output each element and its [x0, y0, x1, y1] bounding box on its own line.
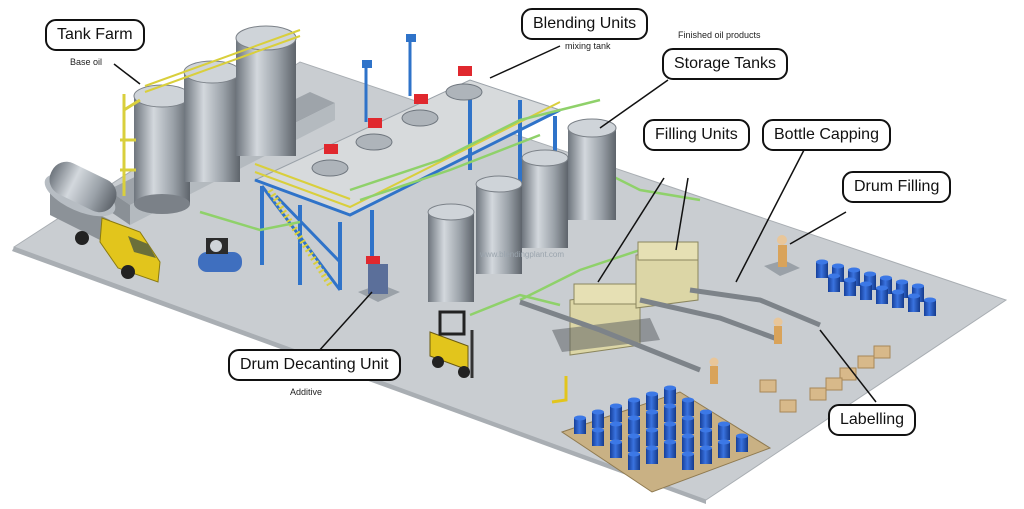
label-storage-tanks: Storage Tanks: [674, 55, 776, 72]
watermark-text: www.blendingplant.com: [480, 250, 565, 259]
caption-base-oil: Base oil: [70, 57, 103, 67]
base-oil-tank-3: [235, 25, 297, 156]
callout-drum-filling: Drum Filling: [842, 171, 952, 203]
caption-mixing-tank: mixing tank: [565, 41, 611, 51]
callout-labelling: Labelling: [828, 404, 917, 436]
callout-bottle-capping: Bottle Capping: [762, 119, 891, 151]
base-oil-tank-2: [183, 60, 241, 182]
filling-machine-1: [552, 283, 660, 356]
drum-pallet: [551, 376, 772, 493]
workers: [709, 317, 783, 384]
callout-leader-lines: [113, 45, 877, 403]
drum-decanting-unit: [358, 256, 400, 302]
label-filling-units: Filling Units: [655, 126, 738, 143]
storage-tank-4: [567, 118, 617, 220]
callout-blending-units: Blending Units: [521, 8, 649, 40]
mixer-3: [401, 94, 439, 127]
forklift: [429, 310, 474, 378]
storage-tanks: [427, 118, 617, 302]
callout-drum-decanting-unit: Drum Decanting Unit: [228, 349, 401, 381]
callout-filling-units: Filling Units: [643, 119, 750, 151]
label-drum-decanting-unit: Drum Decanting Unit: [240, 356, 389, 373]
mixer-1: [311, 144, 349, 177]
tank-farm: [108, 25, 335, 225]
caption-additive: Additive: [290, 387, 323, 397]
filling-machine-2: [635, 241, 699, 309]
mixer-2: [355, 118, 393, 151]
label-tank-farm: Tank Farm: [57, 26, 133, 43]
storage-tank-2: [475, 175, 523, 274]
label-bottle-capping: Bottle Capping: [774, 126, 879, 143]
storage-tank-3: [521, 149, 569, 248]
label-drum-filling: Drum Filling: [854, 178, 940, 195]
callout-storage-tanks: Storage Tanks: [662, 48, 788, 80]
drum-filling-station: [764, 235, 800, 276]
green-pipework: [199, 98, 701, 317]
mixer-4: [445, 66, 483, 101]
tanker-truck: [44, 161, 161, 283]
label-blending-units: Blending Units: [533, 15, 637, 32]
storage-tank-1: [427, 203, 475, 302]
label-labelling: Labelling: [840, 411, 905, 428]
cartons: [759, 345, 891, 413]
caption-finished-oil-products: Finished oil products: [678, 30, 761, 40]
air-compressor: [198, 238, 242, 272]
callout-tank-farm: Tank Farm: [45, 19, 145, 51]
base-oil-tank-1: [133, 84, 191, 214]
conveyor-lines: [519, 287, 821, 373]
